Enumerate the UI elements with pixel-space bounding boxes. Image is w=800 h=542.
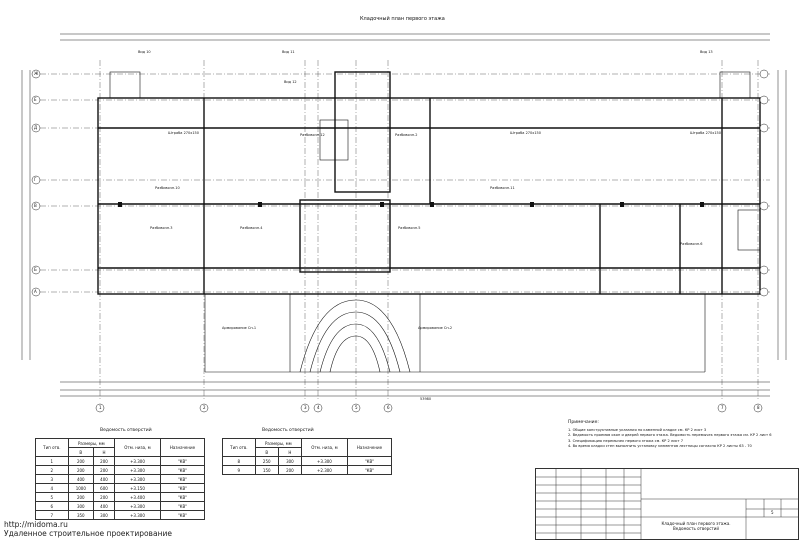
sheet-number: 5 [771, 510, 774, 515]
stamp-caption-1: Кладочный план первого этажа. [661, 521, 731, 526]
title-block: 5 Кладочный план первого этажа. Ведомост… [535, 468, 799, 540]
room-label: Разбивочн.11 [490, 186, 515, 190]
col-h: H [277, 447, 303, 457]
callout: Вид 13 [700, 50, 713, 54]
axis-letter: Е [34, 97, 37, 102]
axis-letter: Б [34, 267, 37, 272]
watermark-tagline: Удаленное строительное проектирование [4, 529, 172, 538]
watermark-url: http://midoma.ru [4, 520, 68, 529]
watermark: http://midoma.ru Удаленное строительное … [4, 520, 172, 538]
col-size: Размеры, мм [67, 438, 116, 448]
room-label: Разбивочн.6 [680, 242, 703, 246]
openings-table-2: Тип отв. Размеры, мм Отм. низа, м Назнач… [222, 438, 393, 475]
sheet-title: Кладочный план первого этажа [360, 16, 445, 22]
axis-number: 8 [757, 405, 760, 410]
room-label: Разбивочн.4 [240, 226, 263, 230]
title-block-grid [536, 469, 798, 539]
room-label: Разбивочн.5 [398, 226, 421, 230]
room-label: Разбивочн.10 [155, 186, 180, 190]
room-label: Разбивочн.3 [150, 226, 173, 230]
openings-table-1: Тип отв. Размеры, мм Отм. низа, м Назнач… [35, 438, 206, 520]
col-type: Тип отв. [35, 438, 69, 457]
callout: Армирование Сп-1 [222, 326, 257, 330]
col-b: B [67, 447, 94, 457]
notes-block: Примечание: 1. Общие конструктивные указ… [568, 420, 798, 450]
axis-letter: В [34, 203, 37, 208]
col-type: Тип отв. [222, 438, 256, 457]
axis-number: 4 [317, 405, 320, 410]
col-purpose: Назначение [346, 438, 393, 457]
note-item: 3. Спецификацию перемычек первого этажа … [568, 438, 684, 443]
callout: Штраба 270х150 [690, 131, 721, 135]
table1-title: Ведомость отверстий [100, 428, 152, 433]
col-level: Отм. низа, м [301, 438, 348, 457]
notes-heading: Примечание: [568, 420, 599, 425]
room-label: Разбивочн.12 [300, 133, 325, 137]
callout: Вид 12 [284, 80, 297, 84]
col-level: Отм. низа, м [114, 438, 161, 457]
note-item: 2. Ведомость проемов окон и дверей перво… [568, 433, 772, 437]
axis-number: 5 [355, 405, 358, 410]
note-item: 1. Общие конструктивные указания по каме… [568, 427, 707, 432]
callout: Армирование Сп-2 [418, 326, 453, 330]
axis-letter: Ж [34, 71, 39, 76]
axis-number: 1 [99, 405, 102, 410]
col-h: H [92, 447, 116, 457]
note-item: 4. Во время кладки стен выполнить устано… [568, 444, 752, 448]
col-purpose: Назначение [159, 438, 206, 457]
axis-number: 2 [203, 405, 206, 410]
axis-number: 6 [387, 405, 390, 410]
axis-letter: Г [34, 177, 37, 182]
col-b: B [254, 447, 279, 457]
callout: Вид 11 [282, 50, 295, 54]
col-size: Размеры, мм [254, 438, 303, 448]
total-dimension: 53980 [420, 397, 432, 401]
callout: Вид 10 [138, 50, 151, 54]
callout: Штраба 270х150 [168, 131, 199, 135]
room-label: Разбивочн.2 [395, 133, 418, 137]
callout: Штраба 270х150 [510, 131, 541, 135]
axis-number: 7 [721, 405, 724, 410]
stamp-caption-2: Ведомость отверстий [673, 526, 719, 531]
axis-number: 3 [304, 405, 307, 410]
table2-title: Ведомость отверстий [262, 428, 314, 433]
axis-letter: Д [34, 125, 38, 130]
axis-letter: А [34, 289, 37, 294]
